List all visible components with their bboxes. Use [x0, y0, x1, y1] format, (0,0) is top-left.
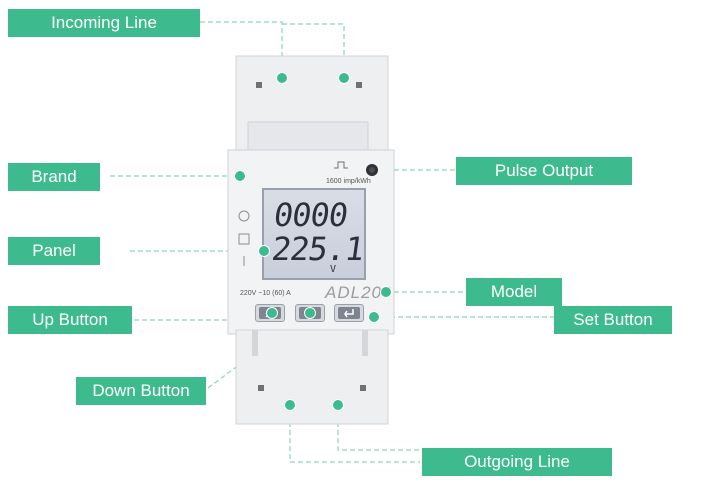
leader-outgoing-right — [337, 406, 420, 451]
callout-dot-panel — [258, 245, 270, 257]
label-set-button: Set Button — [554, 306, 672, 334]
label-brand: Brand — [8, 163, 100, 191]
enter-icon — [344, 309, 354, 318]
callout-dot-up — [266, 307, 278, 319]
callout-dot-outgoing-right — [332, 399, 344, 411]
label-pulse-output: Pulse Output — [456, 157, 632, 185]
model-name: ADL200 — [325, 283, 393, 302]
display-line-2: 225.1 — [269, 230, 366, 268]
label-up-button: Up Button — [8, 306, 132, 334]
display-line-1: 0000 — [271, 196, 350, 234]
callout-dot-brand — [234, 170, 246, 182]
leader-outgoing-left — [289, 406, 420, 463]
display-unit: V — [330, 264, 337, 275]
callout-dot-down — [304, 307, 316, 319]
label-outgoing-line: Outgoing Line — [422, 448, 612, 476]
rating-text: 220V ~10 (60) A — [240, 290, 291, 297]
leader-incoming-left — [200, 21, 283, 76]
label-down-button: Down Button — [76, 377, 206, 405]
label-incoming-line: Incoming Line — [8, 9, 200, 37]
callout-dot-incoming-right — [338, 72, 350, 84]
callout-dot-incoming-left — [276, 72, 288, 84]
callout-dot-model — [380, 286, 392, 298]
label-panel: Panel — [8, 237, 100, 265]
label-model: Model — [466, 278, 562, 306]
lcd-display: 0000 225.1 V — [262, 188, 366, 280]
pulse-rate-text: 1600 imp/kWh — [326, 178, 371, 185]
set-button[interactable] — [334, 304, 364, 322]
callout-dot-set — [368, 311, 380, 323]
callout-dot-outgoing-left — [284, 399, 296, 411]
